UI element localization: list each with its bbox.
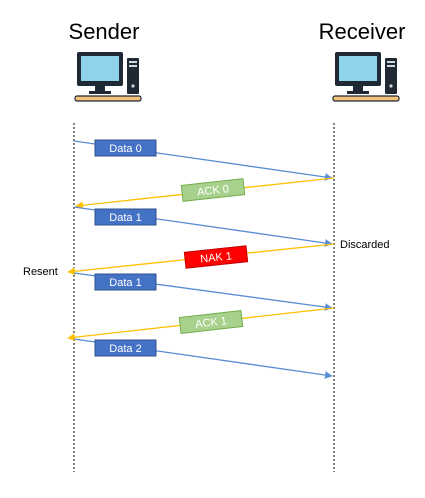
- ack-0-box: ACK 0: [180, 178, 246, 202]
- receiver-title: Receiver: [319, 19, 406, 44]
- sender-computer-icon: [74, 52, 142, 102]
- data-2-label: Data 2: [109, 343, 141, 355]
- data-1-resend-box: Data 1: [94, 273, 157, 291]
- sender-title: Sender: [69, 19, 140, 44]
- nak-1-label: NAK 1: [200, 250, 233, 265]
- data-2-box: Data 2: [94, 339, 157, 357]
- discarded-note: Discarded: [340, 239, 390, 251]
- data-1-label: Data 1: [109, 212, 141, 224]
- ack-1-box: ACK 1: [178, 310, 244, 334]
- resent-note: Resent: [23, 266, 58, 278]
- data-0-label: Data 0: [109, 143, 141, 155]
- data-1-box: Data 1: [94, 208, 157, 226]
- ack-0-label: ACK 0: [197, 183, 230, 198]
- data-1-resend-label: Data 1: [109, 277, 141, 289]
- ack-1-label: ACK 1: [195, 315, 228, 330]
- data-0-box: Data 0: [94, 139, 157, 157]
- nak-1-box: NAK 1: [183, 245, 249, 269]
- receiver-computer-icon: [332, 52, 400, 102]
